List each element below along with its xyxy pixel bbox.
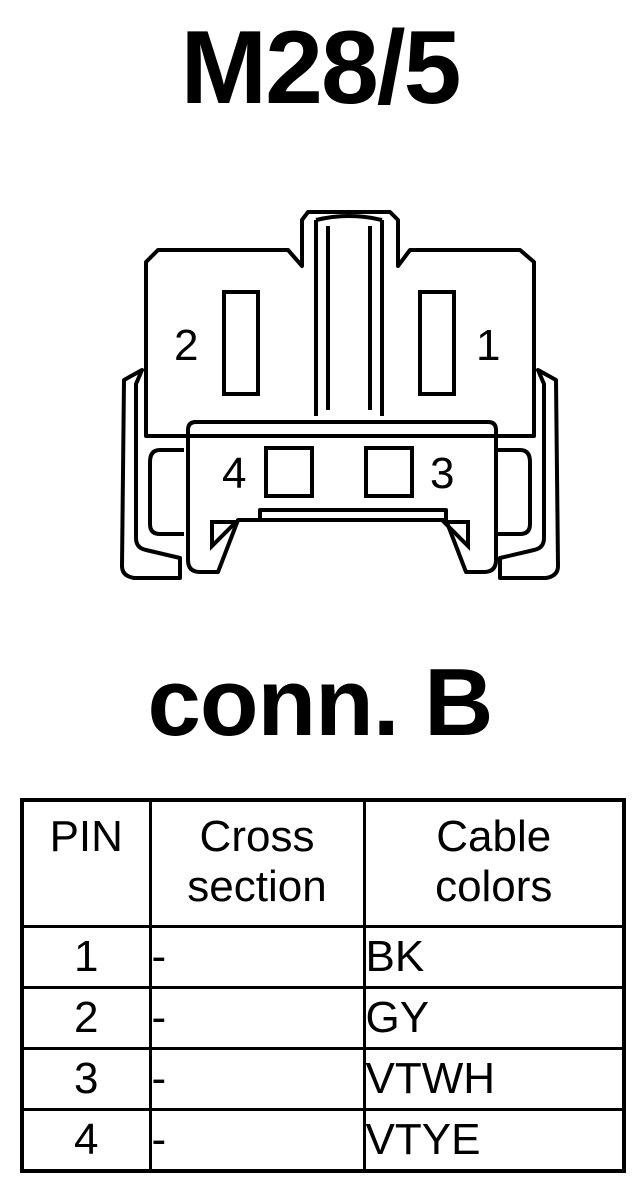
lower-housing — [186, 420, 498, 574]
pin-label-2: 2 — [174, 321, 198, 370]
right-flange — [498, 368, 560, 580]
row-pin: 4 — [20, 1107, 152, 1172]
table-row: 1 - BK — [20, 924, 626, 989]
row-cross-section: - — [148, 985, 366, 1050]
row-cable-color: VTYE — [362, 1107, 626, 1172]
table-row: 4 - VTYE — [20, 1107, 626, 1172]
table-row: 2 - GY — [20, 985, 626, 1050]
row-cable-color: GY — [362, 985, 626, 1050]
pin-1-cavity — [418, 290, 456, 396]
row-pin: 1 — [20, 924, 152, 989]
header-cross-line2: section — [187, 862, 327, 911]
upper-housing — [144, 210, 536, 438]
pin-4-cavity — [264, 446, 314, 498]
connector-outline-svg: 2 1 4 3 — [120, 210, 560, 580]
left-key-triangle — [210, 520, 241, 551]
header-color-line2: colors — [435, 862, 553, 911]
pin-label-3: 3 — [430, 449, 454, 498]
connector-title: M28/5 — [180, 10, 461, 126]
left-ear — [148, 448, 184, 536]
connector-drawing: 2 1 4 3 — [110, 200, 570, 590]
row-pin: 3 — [20, 1046, 152, 1111]
header-pin-label: PIN — [49, 812, 123, 861]
row-cross-section: - — [148, 1107, 366, 1172]
row-cross-section: - — [148, 924, 366, 989]
pin-table-header-row: PIN Cross section Cable colors — [20, 798, 626, 928]
connector-subtitle: conn. B — [147, 649, 494, 756]
pin-2-cavity — [222, 290, 260, 396]
pin-table: PIN Cross section Cable colors 1 - BK 2 … — [20, 798, 626, 1173]
right-ear — [496, 448, 532, 536]
table-row: 3 - VTWH — [20, 1046, 626, 1111]
header-color-line1: Cable — [436, 812, 552, 861]
right-key-triangle — [439, 520, 470, 551]
row-cable-color: BK — [362, 924, 626, 989]
header-cross-section: Cross section — [148, 798, 366, 928]
left-flange — [120, 368, 182, 580]
top-latch — [314, 220, 384, 416]
header-cable-colors: Cable colors — [362, 798, 626, 928]
pin-3-cavity — [364, 446, 414, 498]
top-latch-cap — [315, 214, 383, 222]
pin-label-1: 1 — [476, 321, 500, 370]
header-pin: PIN — [20, 798, 152, 928]
pin-label-4: 4 — [222, 449, 246, 498]
lower-ledge — [258, 508, 448, 520]
header-cross-line1: Cross — [199, 812, 315, 861]
row-cross-section: - — [148, 1046, 366, 1111]
row-cable-color: VTWH — [362, 1046, 626, 1111]
row-pin: 2 — [20, 985, 152, 1050]
